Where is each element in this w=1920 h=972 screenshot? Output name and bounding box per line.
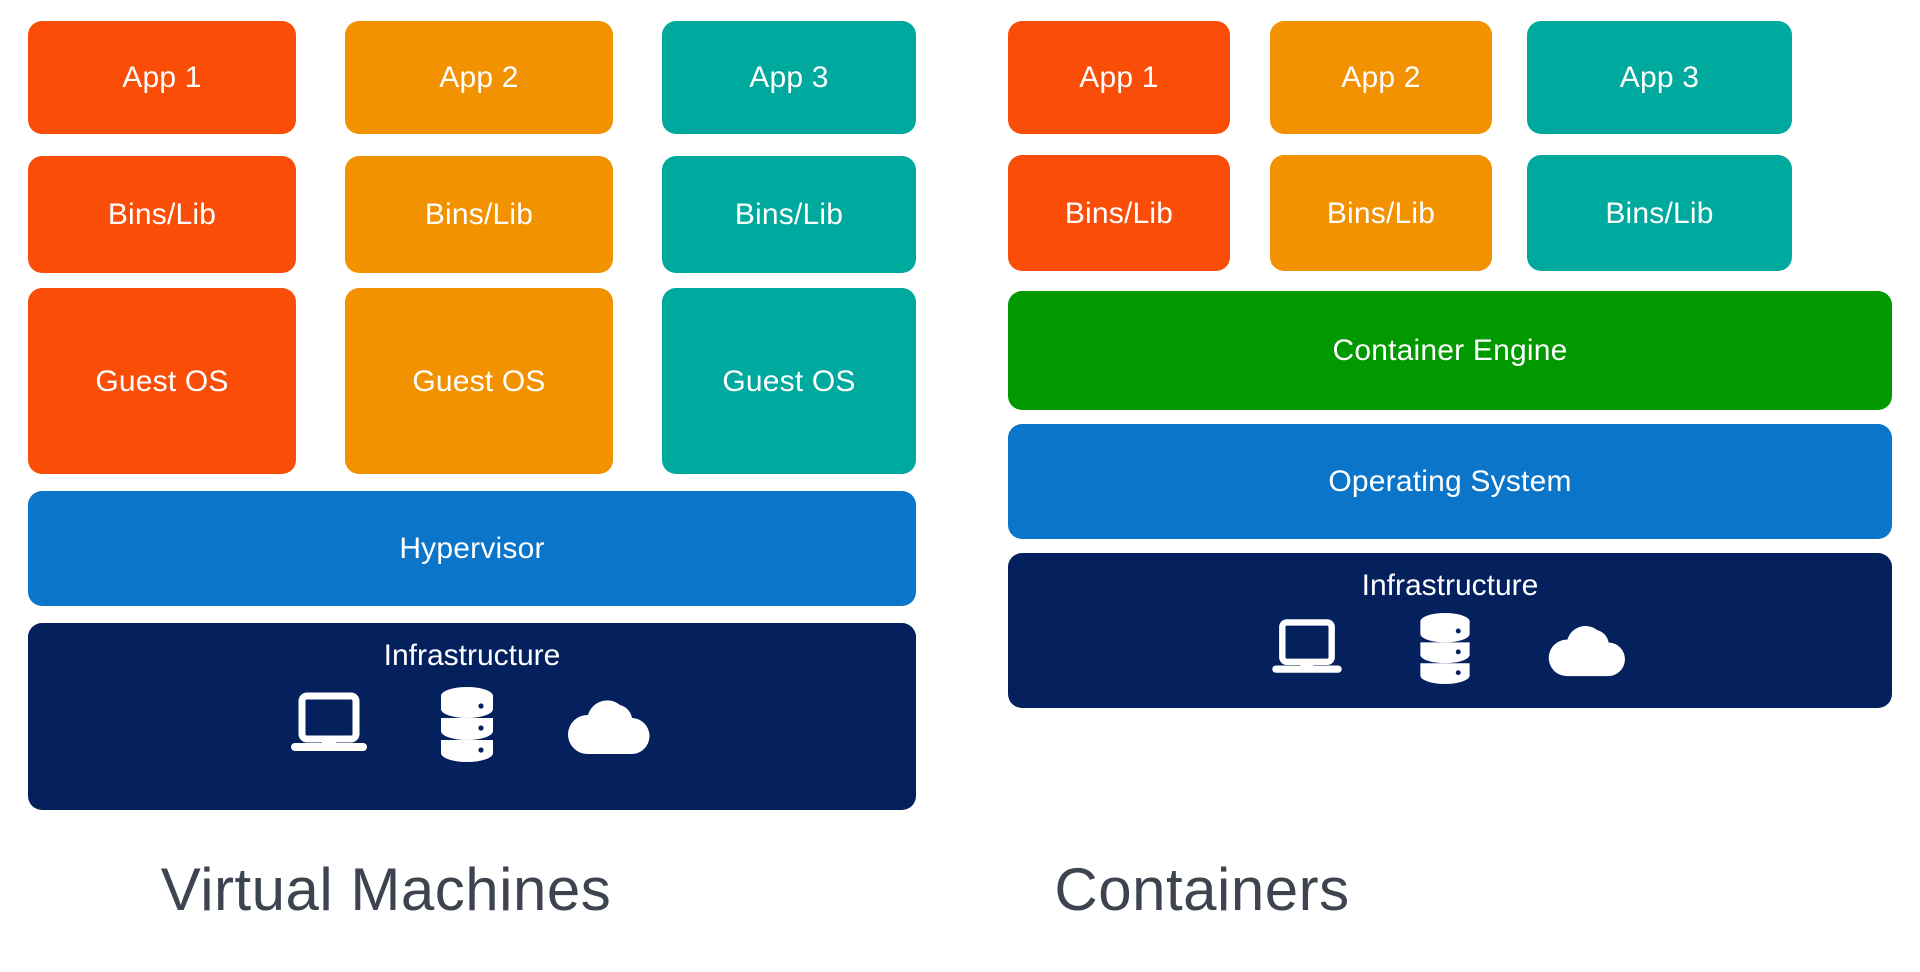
vm-app-2-label: App 2 (439, 61, 519, 94)
vm-guest-os-1-box[interactable]: Guest OS (28, 288, 296, 474)
vm-infrastructure-icon-group (28, 687, 916, 763)
vm-bins-lib-1-box[interactable]: Bins/Lib (28, 156, 296, 273)
virtual-machines-title: Virtual Machines (160, 856, 612, 923)
vm-bins-lib-3-box[interactable]: Bins/Lib (662, 156, 916, 273)
ct-app-3-box[interactable]: App 3 (1527, 21, 1792, 134)
database-icon (1419, 613, 1471, 685)
ct-container-engine-label: Container Engine (1332, 334, 1568, 367)
vm-bins-lib-2-box[interactable]: Bins/Lib (345, 156, 613, 273)
ct-bins-lib-1-box[interactable]: Bins/Lib (1008, 155, 1230, 271)
containers-title: Containers (1054, 856, 1350, 923)
vm-bins-lib-2-label: Bins/Lib (424, 198, 534, 231)
ct-bins-lib-1-label: Bins/Lib (1064, 196, 1174, 230)
ct-infrastructure-box[interactable]: Infrastructure (1008, 553, 1892, 708)
vm-hypervisor-label: Hypervisor (399, 532, 545, 565)
vm-infrastructure-label: Infrastructure (383, 639, 561, 672)
ct-bins-lib-2-label: Bins/Lib (1326, 196, 1436, 230)
ct-app-3-label: App 3 (1619, 61, 1700, 94)
vm-app-3-label: App 3 (749, 61, 829, 94)
ct-app-2-box[interactable]: App 2 (1270, 21, 1492, 134)
vm-guest-os-3-label: Guest OS (722, 364, 856, 398)
ct-container-engine-box[interactable]: Container Engine (1008, 291, 1892, 410)
virtual-machines-panel: App 1 App 2 App 3 Bins/Lib Bins/Lib Bins… (28, 21, 916, 923)
vm-guest-os-3-box[interactable]: Guest OS (662, 288, 916, 474)
vm-app-1-label: App 1 (122, 61, 202, 94)
laptop-icon (291, 690, 367, 760)
ct-infrastructure-icon-group (1008, 613, 1892, 685)
cloud-icon (1545, 620, 1631, 678)
laptop-icon (1269, 617, 1345, 681)
vm-guest-os-1-label: Guest OS (95, 364, 229, 398)
ct-bins-lib-2-box[interactable]: Bins/Lib (1270, 155, 1492, 271)
vm-bins-lib-1-label: Bins/Lib (107, 198, 217, 231)
ct-bins-lib-3-label: Bins/Lib (1605, 196, 1714, 230)
containers-panel: App 1 App 2 App 3 Bins/Lib Bins/Lib Bins… (960, 0, 1920, 972)
ct-operating-system-box[interactable]: Operating System (1008, 424, 1892, 539)
vm-app-2-box[interactable]: App 2 (345, 21, 613, 134)
vm-infrastructure-box[interactable]: Infrastructure (28, 623, 916, 810)
ct-bins-lib-3-box[interactable]: Bins/Lib (1527, 155, 1792, 271)
vm-bins-lib-3-label: Bins/Lib (734, 198, 844, 231)
database-icon (441, 687, 493, 763)
ct-app-1-box[interactable]: App 1 (1008, 21, 1230, 134)
vm-hypervisor-box[interactable]: Hypervisor (28, 491, 916, 606)
ct-operating-system-label: Operating System (1328, 465, 1572, 498)
vm-app-3-box[interactable]: App 3 (662, 21, 916, 134)
vm-guest-os-2-label: Guest OS (412, 364, 546, 398)
ct-infrastructure-label: Infrastructure (1361, 569, 1539, 602)
ct-app-1-label: App 1 (1079, 61, 1159, 94)
cloud-icon (567, 694, 653, 756)
vm-guest-os-2-box[interactable]: Guest OS (345, 288, 613, 474)
ct-app-2-label: App 2 (1341, 61, 1421, 94)
vm-app-1-box[interactable]: App 1 (28, 21, 296, 134)
